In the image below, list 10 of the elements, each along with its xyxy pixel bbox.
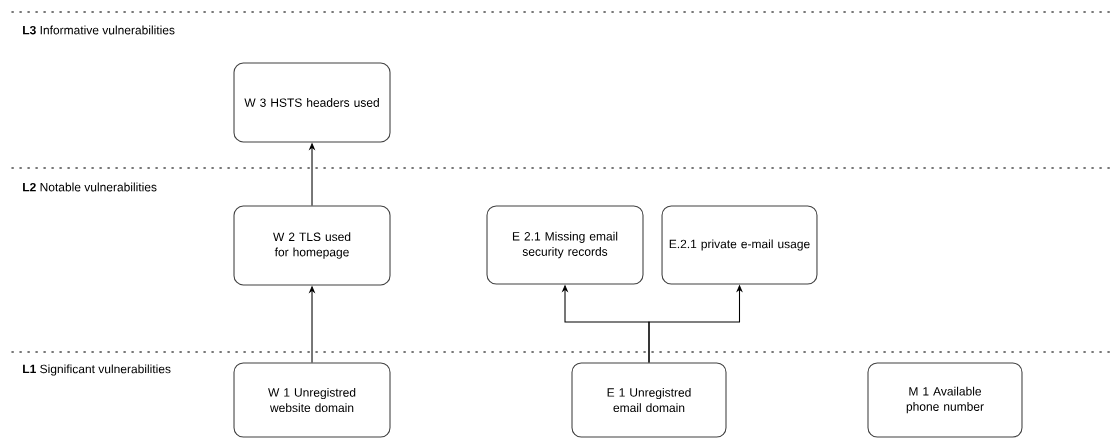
process-box: E 2.1 Missing email security records bbox=[486, 205, 644, 285]
process-box: E 1 Unregistred email domain bbox=[571, 362, 727, 438]
layer-label: L2 Notable vulnerabilities bbox=[23, 182, 157, 192]
process-box: W 2 TLS used for homepage bbox=[233, 205, 391, 286]
process-box: E.2.1 private e-mail usage bbox=[661, 205, 818, 285]
process-box: M 1 Available phone number bbox=[867, 362, 1023, 438]
layer-label: L3 Informative vulnerabilities bbox=[23, 25, 175, 35]
layer-label: L1 Significant vulnerabilities bbox=[23, 364, 171, 376]
process-box: W 3 HSTS headers used bbox=[233, 62, 391, 143]
process-box: W 1 Unregistred website domain bbox=[233, 362, 391, 438]
